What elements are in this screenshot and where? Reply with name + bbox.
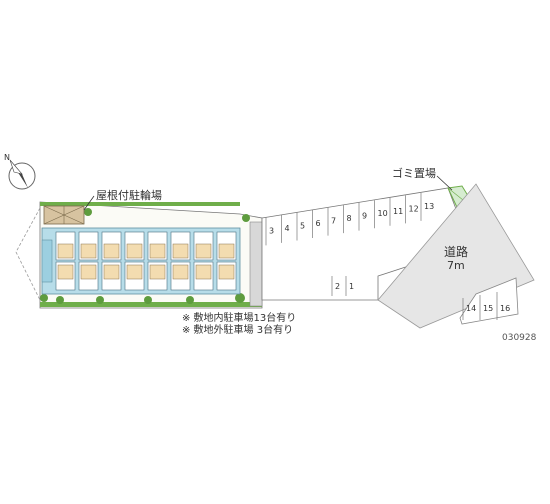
unit-room: [57, 264, 74, 280]
boundary-wall: [249, 221, 263, 307]
unit-room: [218, 264, 235, 280]
unit-room: [149, 264, 166, 280]
unit-room: [149, 243, 166, 259]
parking-stall-number: 6: [316, 219, 321, 228]
unit-room: [172, 243, 189, 259]
apartment-building: [41, 227, 241, 295]
parking-stall-number: 1: [349, 282, 354, 291]
unit-room: [218, 243, 235, 259]
garbage-label: ゴミ置場: [392, 166, 436, 180]
parking-stall-number: 14: [466, 304, 476, 313]
parking-stall-number: 12: [409, 204, 419, 213]
parking-stall-number: 11: [393, 207, 403, 216]
road-name-label: 道路: [444, 244, 468, 259]
map-code: 030928: [502, 333, 537, 343]
parking-stall-number: 8: [347, 214, 352, 223]
road-width-label: 7m: [447, 259, 465, 272]
unit-room: [195, 243, 212, 259]
parking-stall-number: 15: [483, 304, 493, 313]
unit-room: [80, 243, 97, 259]
note-offsite-parking: ※ 敷地外駐車場 3台有り: [182, 325, 294, 336]
note-onsite-parking: ※ 敷地内駐車場13台有り: [182, 313, 297, 324]
parking-stall-number: 9: [362, 212, 367, 221]
unit-room: [103, 243, 120, 259]
parking-stall-number: 5: [300, 221, 305, 230]
parking-stall-number: 7: [331, 217, 336, 226]
unit-room: [195, 264, 212, 280]
unit-room: [103, 264, 120, 280]
parking-stall-number: 2: [335, 282, 340, 291]
bicycle-parking-label: 屋根付駐輪場: [96, 188, 162, 202]
unit-room: [126, 243, 143, 259]
parking-stall-number: 13: [424, 202, 434, 211]
unit-room: [172, 264, 189, 280]
bicycle-parking: 屋根付駐輪場: [43, 188, 162, 225]
parking-stall-number: 16: [500, 304, 510, 313]
parking-stall-number: 4: [285, 224, 290, 233]
offsite-parking: 14 15 16: [459, 277, 519, 325]
hedges: [40, 202, 262, 307]
north-label: N: [4, 153, 10, 162]
compass-icon: N: [4, 153, 36, 190]
parking-notes: ※ 敷地内駐車場13台有り ※ 敷地外駐車場 3台有り: [182, 313, 296, 337]
parking-stall-number: 10: [378, 209, 388, 218]
unit-room: [126, 264, 143, 280]
unit-room: [57, 243, 74, 259]
parking-stall-number: 3: [269, 226, 274, 235]
unit-room: [80, 264, 97, 280]
